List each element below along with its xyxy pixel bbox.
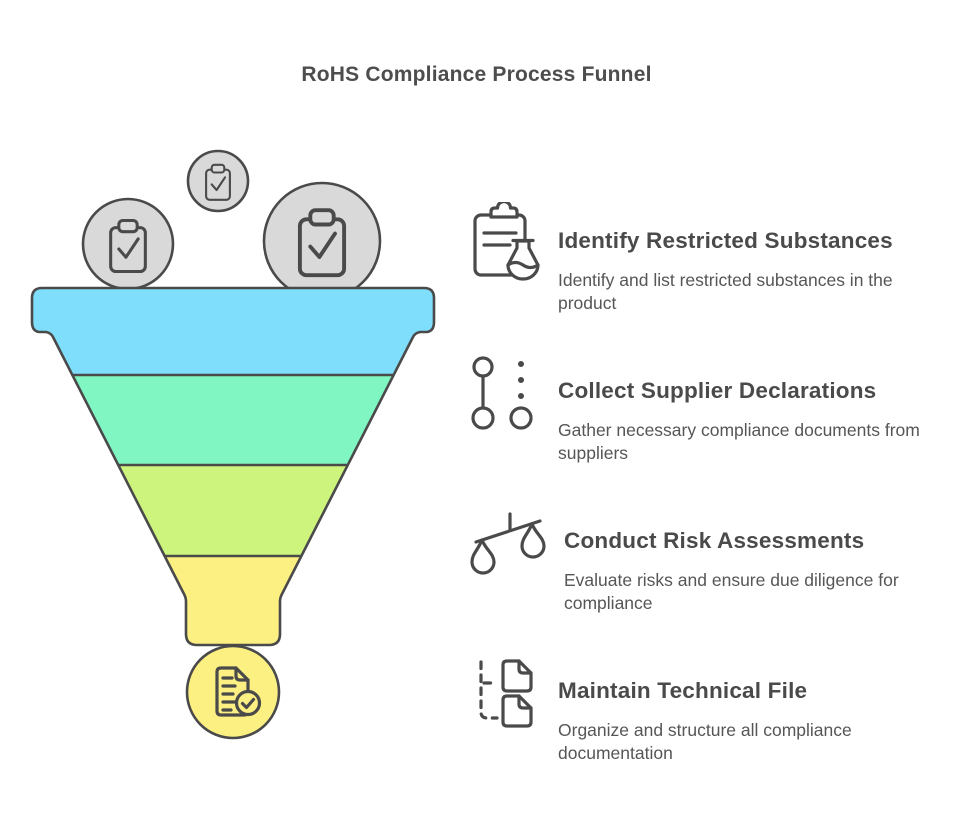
funnel-svg (30, 149, 436, 740)
step-text: Collect Supplier Declarations Gather nec… (558, 352, 936, 465)
step-title: Maintain Technical File (558, 678, 808, 703)
step-item-conduct-risk-assessments: Conduct Risk Assessments Evaluate risks … (470, 502, 942, 615)
step-title: Conduct Risk Assessments (564, 528, 865, 553)
output-circle (185, 644, 281, 740)
step-description: Evaluate risks and ensure due diligence … (564, 570, 899, 613)
step-item-maintain-technical-file: Maintain Technical File Organize and str… (470, 652, 936, 765)
funnel-stage-3 (118, 465, 348, 556)
document-check-icon (215, 666, 262, 717)
input-circle-large (262, 181, 382, 301)
stage-dividers (72, 373, 394, 558)
step-item-identify-restricted-substances: Identify Restricted Substances Identify … (470, 202, 936, 315)
page-title: RoHS Compliance Process Funnel (301, 63, 652, 86)
file-tree-icon (470, 652, 540, 736)
clipboard-flask-icon (470, 202, 540, 286)
input-circle-small (186, 149, 250, 213)
funnel-stage-1 (32, 288, 434, 375)
balance-scale-icon (470, 502, 546, 586)
funnel-outline (30, 286, 436, 647)
funnel-stage-4 (164, 556, 302, 645)
step-description: Identify and list restricted substances … (558, 270, 893, 313)
funnel-stage-2 (72, 375, 394, 465)
step-title: Identify Restricted Substances (558, 228, 893, 253)
funnel-diagram (0, 0, 480, 795)
step-item-collect-supplier-declarations: Collect Supplier Declarations Gather nec… (470, 352, 936, 465)
step-description: Gather necessary compliance documents fr… (558, 420, 920, 463)
input-circles (81, 149, 382, 301)
step-title: Collect Supplier Declarations (558, 378, 877, 403)
supplier-nodes-icon (470, 352, 540, 436)
input-circle-medium (81, 197, 175, 291)
step-description: Organize and structure all compliance do… (558, 720, 852, 763)
step-text: Identify Restricted Substances Identify … (558, 202, 936, 315)
step-text: Maintain Technical File Organize and str… (558, 652, 936, 765)
step-text: Conduct Risk Assessments Evaluate risks … (564, 502, 942, 615)
funnel-stages (32, 288, 434, 645)
